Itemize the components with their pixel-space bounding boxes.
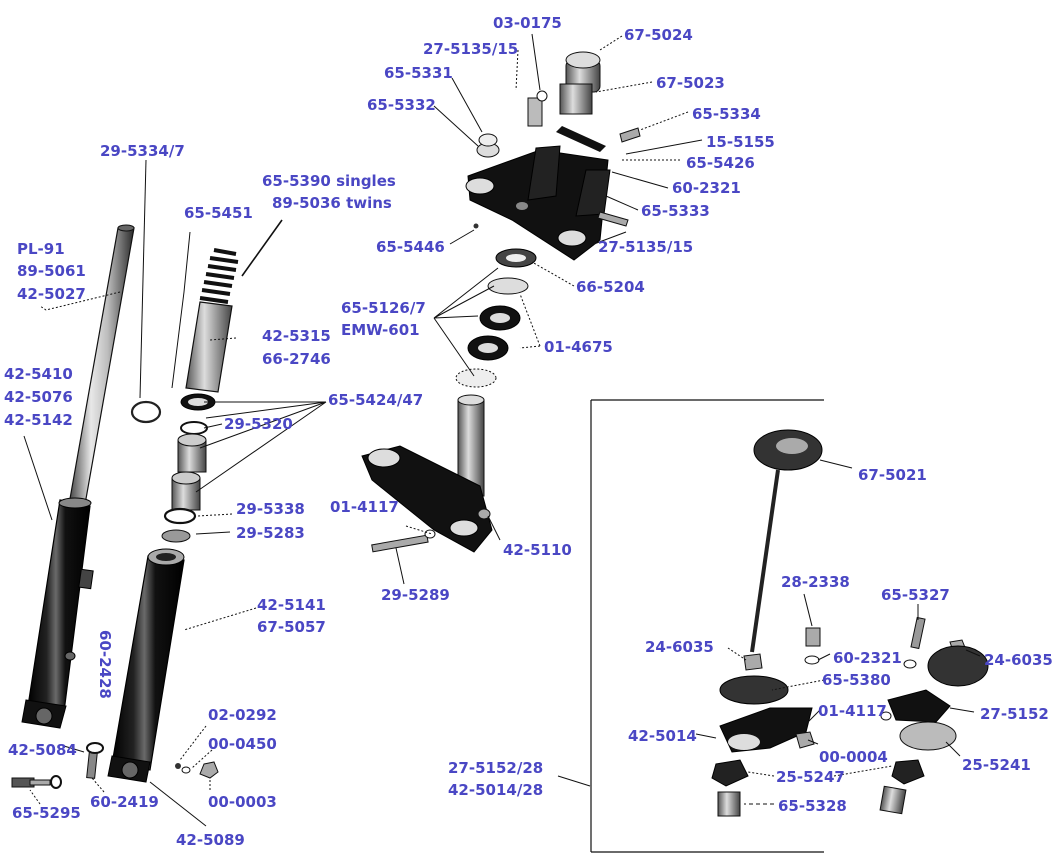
label-emw-601: EMW-601 — [341, 321, 420, 339]
label-29-5289: 29-5289 — [381, 586, 450, 604]
top-nut-and-cap — [473, 51, 641, 229]
label-01-4117-inset: 01-4117 — [818, 702, 887, 720]
damper-knob-and-rod — [750, 429, 823, 653]
steering-head-bearings — [455, 248, 537, 388]
label-42-5084: 42-5084 — [8, 741, 77, 759]
label-66-2746: 66-2746 — [262, 350, 331, 368]
label-42-5110: 42-5110 — [503, 541, 572, 559]
label-15-5155: 15-5155 — [706, 133, 775, 151]
top-yoke — [465, 145, 611, 261]
label-89-5061: 89-5061 — [17, 262, 86, 280]
label-65-5380: 65-5380 — [822, 671, 891, 689]
label-65-5328: 65-5328 — [778, 797, 847, 815]
label-65-5451: 65-5451 — [184, 204, 253, 222]
label-42-5089: 42-5089 — [176, 831, 245, 849]
label-00-0450: 00-0450 — [208, 735, 277, 753]
label-65-5390-singles: 65-5390 singles — [262, 172, 396, 190]
fork-washer — [130, 400, 162, 424]
label-66-5204: 66-5204 — [576, 278, 645, 296]
label-42-5142: 42-5142 — [4, 411, 73, 429]
label-42-5315: 42-5315 — [262, 327, 331, 345]
label-65-5446: 65-5446 — [376, 238, 445, 256]
label-29-5283: 29-5283 — [236, 524, 305, 542]
label-60-2428: 60-2428 — [96, 630, 114, 699]
label-02-0292: 02-0292 — [208, 706, 277, 724]
label-65-5126-7: 65-5126/7 — [341, 299, 426, 317]
drain-screw-and-washer — [11, 742, 104, 789]
fork-bushes-stack — [161, 393, 216, 543]
label-29-5338: 29-5338 — [236, 500, 305, 518]
label-00-0004: 00-0004 — [819, 748, 888, 766]
label-27-5152-28: 27-5152/28 — [448, 759, 544, 777]
label-42-5027: 42-5027 — [17, 285, 86, 303]
label-29-5334-7: 29-5334/7 — [100, 142, 185, 160]
label-25-5241: 25-5241 — [962, 756, 1031, 774]
damper-hardware — [711, 616, 989, 817]
label-27-5152: 27-5152 — [980, 705, 1049, 723]
label-60-2321-top: 60-2321 — [672, 179, 741, 197]
axle-nut-hardware — [175, 761, 219, 779]
label-65-5331: 65-5331 — [384, 64, 453, 82]
fork-spring — [199, 248, 239, 304]
label-42-5410: 42-5410 — [4, 365, 73, 383]
damper-tube — [185, 301, 233, 393]
bottom-yoke — [361, 394, 493, 553]
leader-lines — [23, 33, 981, 827]
label-01-4117-yoke: 01-4117 — [330, 498, 399, 516]
right-fork-leg — [107, 548, 185, 783]
label-67-5021: 67-5021 — [858, 466, 927, 484]
label-03-0175: 03-0175 — [493, 14, 562, 32]
label-67-5024: 67-5024 — [624, 26, 693, 44]
label-65-5332: 65-5332 — [367, 96, 436, 114]
label-27-5135-15-top: 27-5135/15 — [423, 40, 519, 58]
label-pl-91: PL-91 — [17, 240, 65, 258]
label-65-5295: 65-5295 — [12, 804, 81, 822]
label-24-6035-left: 24-6035 — [645, 638, 714, 656]
label-67-5023: 67-5023 — [656, 74, 725, 92]
label-65-5334: 65-5334 — [692, 105, 761, 123]
label-24-6035-right: 24-6035 — [984, 651, 1052, 669]
label-25-5247: 25-5247 — [776, 768, 845, 786]
steering-damper-inset-frame — [590, 399, 824, 853]
label-60-2321-inset: 60-2321 — [833, 649, 902, 667]
label-89-5036-twins: 89-5036 twins — [272, 194, 392, 212]
label-65-5327: 65-5327 — [881, 586, 950, 604]
label-01-4675: 01-4675 — [544, 338, 613, 356]
label-65-5333: 65-5333 — [641, 202, 710, 220]
label-42-5014: 42-5014 — [628, 727, 697, 745]
label-28-2338: 28-2338 — [781, 573, 850, 591]
label-00-0003: 00-0003 — [208, 793, 277, 811]
label-42-5014-28: 42-5014/28 — [448, 781, 544, 799]
label-60-2419: 60-2419 — [90, 793, 159, 811]
left-fork-leg — [21, 497, 94, 729]
label-65-5426: 65-5426 — [686, 154, 755, 172]
label-65-5424-47: 65-5424/47 — [328, 391, 424, 409]
label-27-5135-15-lower: 27-5135/15 — [598, 238, 694, 256]
label-42-5076: 42-5076 — [4, 388, 73, 406]
label-42-5141: 42-5141 — [257, 596, 326, 614]
label-29-5320: 29-5320 — [224, 415, 293, 433]
label-67-5057: 67-5057 — [257, 618, 326, 636]
